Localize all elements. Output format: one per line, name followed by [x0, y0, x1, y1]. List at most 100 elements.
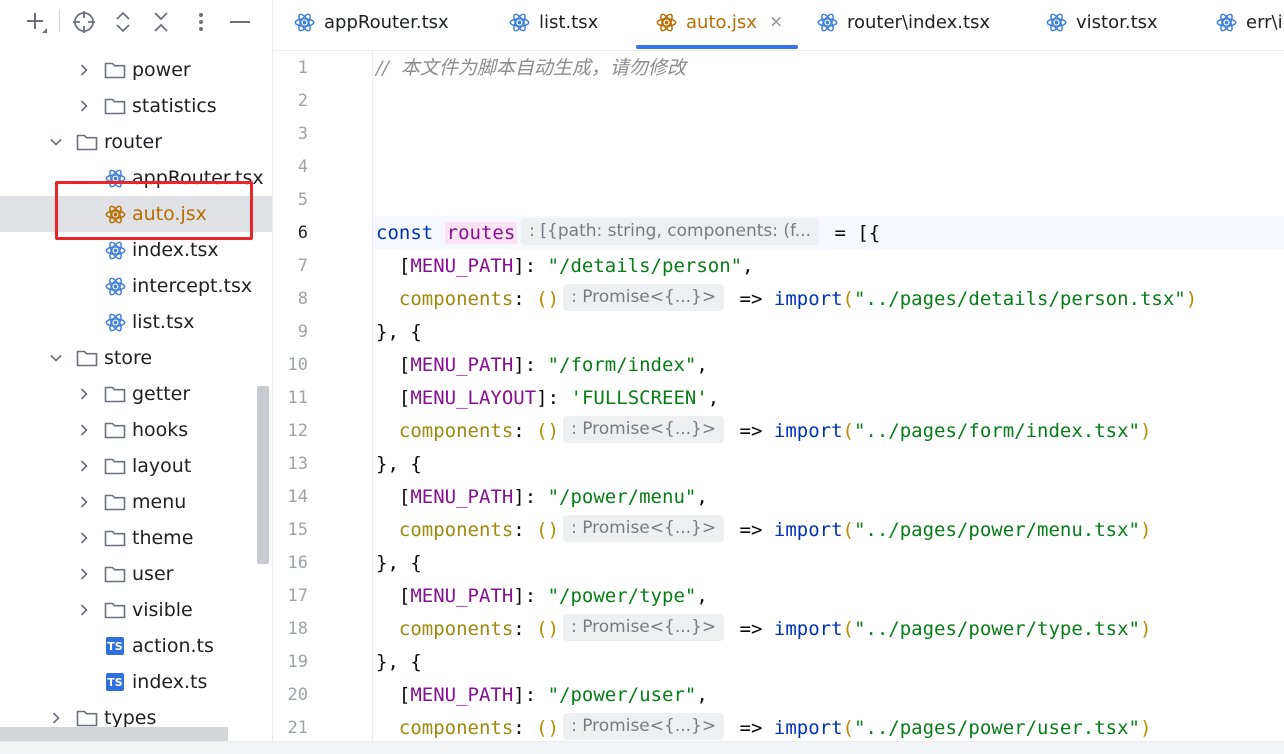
add-icon[interactable]	[22, 8, 50, 36]
tree-item-store[interactable]: store	[0, 340, 272, 376]
code-line[interactable]: [MENU_PATH]: "/details/person",	[376, 255, 754, 277]
ts-icon: TS	[104, 635, 126, 657]
code-line[interactable]: }, {	[376, 547, 422, 580]
line-number: 17	[287, 586, 308, 606]
type-hint[interactable]: : Promise<{...}>	[563, 515, 725, 542]
tree-item-label: auto.jsx	[132, 203, 207, 225]
tab-auto[interactable]: auto.jsx ×	[655, 0, 783, 44]
folder-icon	[104, 527, 126, 549]
keyword: import	[773, 717, 843, 739]
locate-icon[interactable]	[70, 8, 98, 36]
expand-all-icon[interactable]	[109, 8, 137, 36]
chevron-down-icon[interactable]	[48, 134, 64, 150]
chevron-right-icon[interactable]	[76, 602, 92, 618]
tree-item-index-tsx[interactable]: index.tsx	[0, 232, 272, 268]
line-number: 6	[297, 223, 308, 243]
folder-icon	[104, 491, 126, 513]
tab-label: vistor.tsx	[1076, 11, 1158, 33]
chevron-right-icon[interactable]	[76, 62, 92, 78]
code-line[interactable]: components: (): Promise<{...}> => import…	[376, 514, 1151, 547]
chevron-right-icon[interactable]	[76, 458, 92, 474]
folder-icon	[104, 59, 126, 81]
tree-item-menu[interactable]: menu	[0, 484, 272, 520]
code-line[interactable]: [MENU_PATH]: "/power/menu",	[376, 486, 708, 508]
folder-icon	[104, 419, 126, 441]
tab-router-index[interactable]: router\index.tsx	[816, 0, 990, 44]
tree-item-user[interactable]: user	[0, 556, 272, 592]
react-icon	[104, 203, 126, 225]
code-line[interactable]: }, {	[376, 448, 422, 481]
code-token: MENU_LAYOUT	[410, 387, 537, 409]
code-line[interactable]: [MENU_LAYOUT]: 'FULLSCREEN',	[376, 387, 720, 409]
code-line[interactable]: components: (): Promise<{...}> => import…	[376, 283, 1197, 316]
code-line[interactable]: [MENU_PATH]: "/power/type",	[376, 585, 708, 607]
string-literal: "../pages/power/user.tsx"	[853, 717, 1140, 739]
toolbar-separator	[59, 10, 60, 32]
react-icon	[816, 11, 838, 33]
chevron-right-icon[interactable]	[48, 710, 64, 726]
keyword: import	[773, 420, 843, 442]
code-line[interactable]: const routes: [{path: string, components…	[376, 217, 880, 250]
tree-item-statistics[interactable]: statistics	[0, 88, 272, 124]
tree-item-intercept-tsx[interactable]: intercept.tsx	[0, 268, 272, 304]
sidebar-horizontal-scrollbar[interactable]	[0, 727, 228, 741]
string-literal: "/form/index"	[547, 354, 697, 376]
collapse-all-icon[interactable]	[147, 8, 175, 36]
code-line[interactable]: }, {	[376, 646, 422, 679]
tree-item-layout[interactable]: layout	[0, 448, 272, 484]
close-icon[interactable]: ×	[768, 12, 784, 32]
tree-item-getter[interactable]: getter	[0, 376, 272, 412]
tree-item-power[interactable]: power	[0, 52, 272, 88]
type-hint[interactable]: : Promise<{...}>	[563, 416, 725, 443]
tree-item-auto-jsx[interactable]: auto.jsx	[0, 196, 272, 232]
code-token: =>	[739, 618, 763, 640]
chevron-right-icon[interactable]	[76, 422, 92, 438]
tree-item-router[interactable]: router	[0, 124, 272, 160]
tree-item-label: hooks	[132, 419, 189, 441]
type-hint[interactable]: : Promise<{...}>	[563, 713, 725, 740]
line-number: 4	[297, 157, 308, 177]
tree-item-types[interactable]: types	[0, 700, 272, 736]
type-hint[interactable]: : [{path: string, components: (f...	[521, 218, 820, 245]
chevron-down-icon[interactable]	[48, 350, 64, 366]
tree-item-label: intercept.tsx	[132, 275, 253, 297]
chevron-right-icon[interactable]	[76, 98, 92, 114]
tree-item-theme[interactable]: theme	[0, 520, 272, 556]
chevron-right-icon[interactable]	[76, 530, 92, 546]
code-line[interactable]: [MENU_PATH]: "/form/index",	[376, 354, 708, 376]
code-line[interactable]: components: (): Promise<{...}> => import…	[376, 613, 1151, 646]
code-line[interactable]: }, {	[376, 316, 422, 349]
tree-item-visible[interactable]: visible	[0, 592, 272, 628]
sidebar-scrollbar[interactable]	[257, 386, 269, 564]
tab-approuter[interactable]: appRouter.tsx	[293, 0, 449, 44]
type-hint[interactable]: : Promise<{...}>	[563, 284, 725, 311]
tab-list[interactable]: list.tsx	[508, 0, 598, 44]
type-hint[interactable]: : Promise<{...}>	[563, 614, 725, 641]
line-number: 7	[297, 256, 308, 276]
code-token: }, {	[376, 552, 422, 574]
tree-item-hooks[interactable]: hooks	[0, 412, 272, 448]
code-line[interactable]: [MENU_PATH]: "/power/user",	[376, 684, 708, 706]
code-line[interactable]: components: (): Promise<{...}> => import…	[376, 415, 1151, 448]
ts-badge: TS	[106, 673, 124, 691]
bottom-status-strip	[0, 741, 1284, 754]
code-token: =>	[739, 420, 763, 442]
tree-item-list-tsx[interactable]: list.tsx	[0, 304, 272, 340]
code-line[interactable]: // 本文件为脚本自动生成，请勿修改	[376, 52, 686, 85]
project-toolbar	[0, 0, 272, 44]
chevron-right-icon[interactable]	[76, 566, 92, 582]
chevron-right-icon[interactable]	[76, 494, 92, 510]
code-token: components	[398, 717, 514, 739]
line-number: 5	[297, 190, 308, 210]
gutter-divider	[372, 51, 373, 741]
more-icon[interactable]	[187, 8, 215, 36]
string-literal: "../pages/form/index.tsx"	[853, 420, 1140, 442]
tab-err-index[interactable]: err\in	[1215, 0, 1284, 44]
minimize-icon[interactable]	[226, 8, 254, 36]
code-line[interactable]: components: (): Promise<{...}> => import…	[376, 712, 1151, 741]
chevron-right-icon[interactable]	[76, 386, 92, 402]
tab-vistor[interactable]: vistor.tsx	[1045, 0, 1158, 44]
